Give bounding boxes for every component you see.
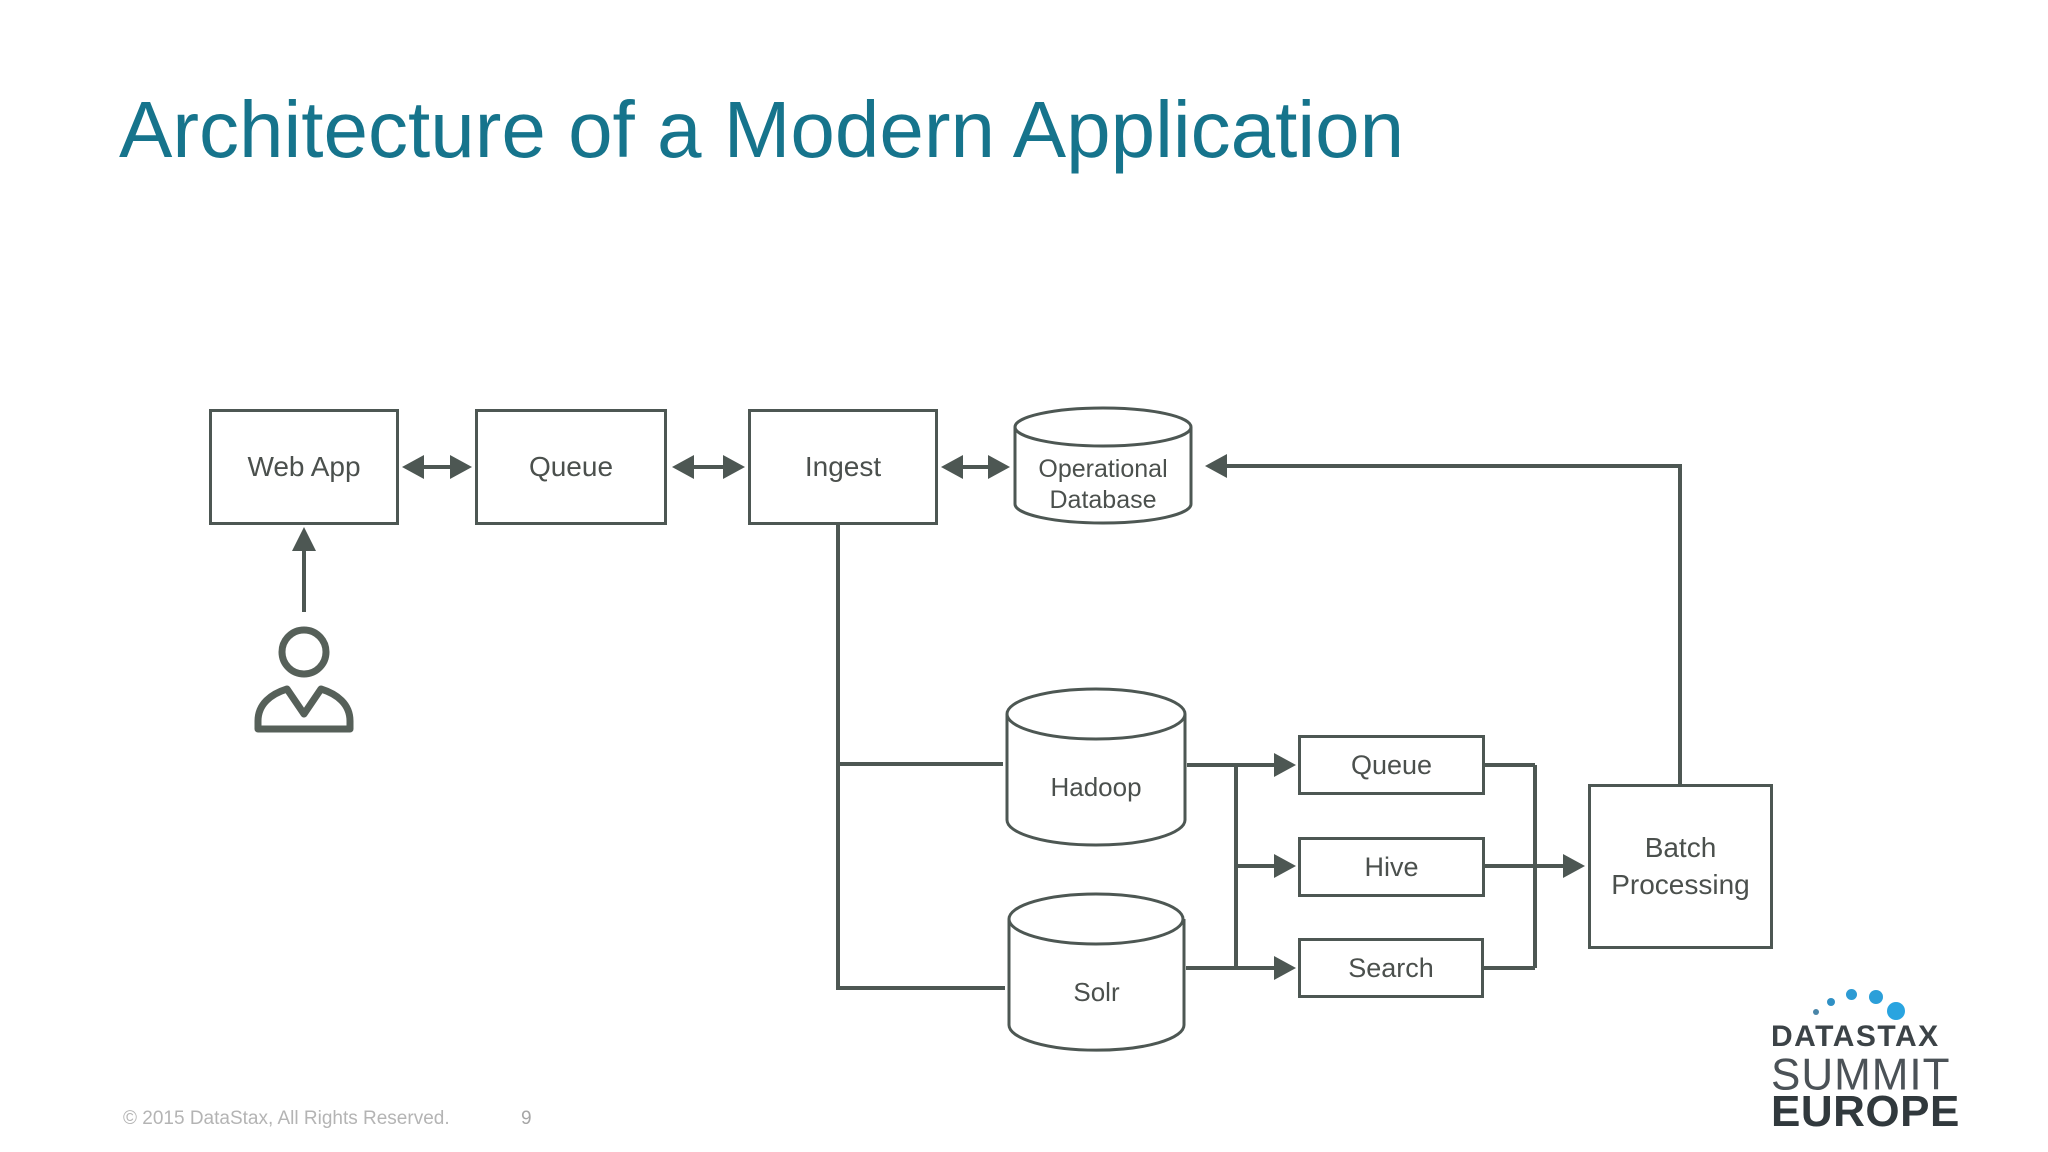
node-web-app: Web App [209,409,399,525]
logo-dot-icon [1887,1002,1905,1020]
logo-dot-icon [1869,990,1883,1004]
logo-brand-text: DATASTAX [1771,1020,1940,1053]
logo-dot-icon [1813,1009,1819,1015]
node-ingest-label: Ingest [804,451,882,482]
node-opdb-label-line2: Database [1049,485,1157,514]
node-batch-label-line1: Batch [1644,832,1717,864]
node-web-app-label: Web App [247,451,361,482]
node-ingest: Ingest [748,409,938,525]
edge-bus-queue-hive-search [1186,753,1296,980]
page-number: 9 [521,1108,532,1129]
cylinder-shape [1005,687,1187,847]
logo-location-text: EUROPE [1771,1087,1960,1136]
logo-event-text: SUMMIT [1771,1049,1951,1100]
node-queue-mid-label: Queue [1350,749,1433,780]
logo-dot-icon [1827,998,1835,1006]
edge-batch-opdb [1205,454,1682,784]
edge-queue-ingest [672,455,745,479]
cylinder-shape [1013,406,1193,525]
node-operational-database: Operational Database [1013,406,1193,525]
node-search: Search [1298,938,1484,998]
node-queue-top: Queue [475,409,667,525]
cylinder-shape [1007,892,1186,1052]
node-hadoop: Hadoop [1005,687,1187,847]
node-opdb-label-line1: Operational [1038,455,1168,483]
node-solr-label: Solr [1073,977,1120,1007]
user-icon [254,626,354,733]
node-queue-mid: Queue [1298,735,1485,795]
node-search-label: Search [1348,952,1434,983]
edge-ingest-opdb [941,455,1010,479]
edge-webapp-queue [402,455,472,479]
node-hive: Hive [1298,837,1485,897]
datastax-summit-europe-logo: DATASTAX SUMMIT EUROPE [1765,988,1965,1138]
node-solr: Solr [1007,892,1186,1052]
footer-copyright: © 2015 DataStax, All Rights Reserved. [123,1108,450,1129]
logo-dot-icon [1846,989,1857,1000]
edge-user-webapp [292,527,316,612]
edge-merge-batch [1484,763,1585,970]
page-title: Architecture of a Modern Application [119,85,1405,174]
node-hive-label: Hive [1364,851,1419,882]
node-batch-label-line2: Processing [1611,868,1750,900]
node-queue-top-label: Queue [528,451,614,482]
node-batch-processing: Batch Processing [1588,784,1773,949]
edge-ingest-hadoop-solr [836,525,1005,990]
node-hadoop-label: Hadoop [1050,772,1142,802]
